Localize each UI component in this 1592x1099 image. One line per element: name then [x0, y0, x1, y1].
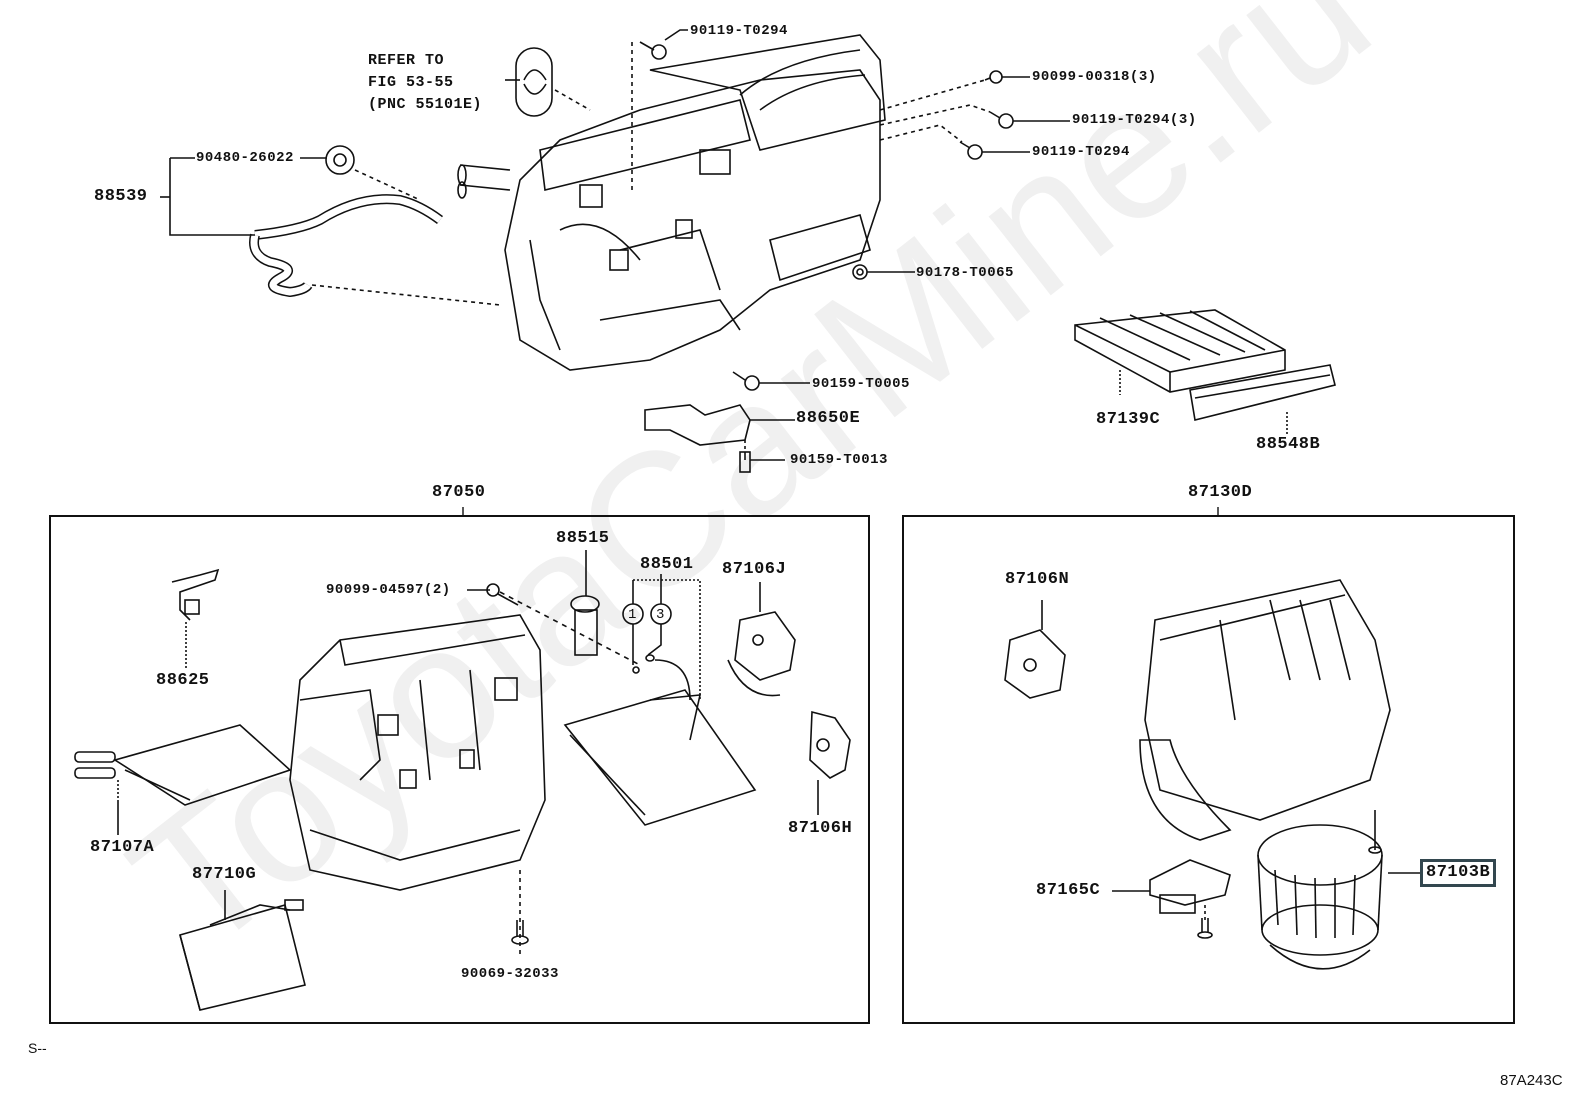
hose-drawing — [249, 145, 501, 306]
part-label-90159-T0013[interactable]: 90159-T0013 — [790, 452, 888, 468]
part-label-87107A[interactable]: 87107A — [90, 838, 155, 857]
part-label-90119-T0294-qty3[interactable]: 90119-T0294(3) — [1072, 112, 1197, 128]
part-label-87139C[interactable]: 87139C — [1096, 410, 1161, 429]
left-leader-lines — [117, 589, 490, 920]
part-label-90099-04597[interactable]: 90099-04597(2) — [326, 582, 451, 598]
top-leader-lines — [160, 29, 1070, 461]
part-label-87106J[interactable]: 87106J — [722, 560, 787, 579]
assembly-label-87130D[interactable]: 87130D — [1188, 483, 1253, 502]
heater-unit-drawing — [457, 34, 886, 371]
group-box-87050 — [49, 515, 870, 1024]
part-label-88539[interactable]: 88539 — [94, 187, 148, 206]
part-label-88625[interactable]: 88625 — [156, 671, 210, 690]
screw-90069-drawing — [511, 870, 529, 955]
actuator-87106J-drawing — [727, 582, 796, 697]
part-label-90480-26022[interactable]: 90480-26022 — [196, 150, 294, 166]
o-ring-markers — [622, 574, 701, 700]
part-label-88650E[interactable]: 88650E — [796, 409, 861, 428]
ptc-heater-drawing — [179, 899, 306, 1011]
part-label-88548B[interactable]: 88548B — [1256, 435, 1321, 454]
part-label-90159-T0005[interactable]: 90159-T0005 — [812, 376, 910, 392]
actuator-87106N-drawing — [1004, 600, 1066, 699]
screw-drawings — [631, 41, 1014, 473]
right-leader-lines — [1112, 872, 1420, 892]
part-label-87106N[interactable]: 87106N — [1005, 570, 1070, 589]
part-label-87106H[interactable]: 87106H — [788, 819, 853, 838]
assembly-label-87050[interactable]: 87050 — [432, 483, 486, 502]
part-label-90119-T0294-b[interactable]: 90119-T0294 — [1032, 144, 1130, 160]
heater-case-drawing — [289, 614, 546, 891]
part-label-87103B-selected[interactable]: 87103B — [1419, 859, 1497, 887]
marker-1: 1 — [628, 607, 637, 623]
blower-motor-drawing — [1257, 824, 1383, 970]
grommet-drawing — [515, 47, 591, 117]
resistor-87165C-drawing — [1149, 859, 1231, 939]
footer-mark: S-- — [28, 1040, 47, 1056]
evaporator-drawing — [563, 659, 757, 826]
heater-core-drawing — [74, 724, 292, 806]
part-label-90119-T0294-top[interactable]: 90119-T0294 — [690, 23, 788, 39]
filter-drawing — [1074, 309, 1336, 435]
figure-code: 87A243C — [1500, 1072, 1563, 1089]
part-label-87710G[interactable]: 87710G — [192, 865, 257, 884]
part-label-87165C[interactable]: 87165C — [1036, 881, 1101, 900]
reference-note: REFER TO FIG 53-55 (PNC 55101E) — [368, 52, 483, 113]
marker-3: 3 — [656, 607, 665, 623]
bracket-drawing — [644, 404, 751, 450]
blower-case-drawing — [1139, 579, 1391, 854]
sensor-88625-drawing — [171, 568, 220, 668]
part-label-90178-T0065[interactable]: 90178-T0065 — [916, 265, 1014, 281]
part-label-90099-00318[interactable]: 90099-00318(3) — [1032, 69, 1157, 85]
part-label-88501[interactable]: 88501 — [640, 555, 694, 574]
actuator-87106H-drawing — [809, 710, 851, 815]
part-label-88515[interactable]: 88515 — [556, 529, 610, 548]
expansion-valve-drawing — [486, 550, 641, 666]
part-label-90069-32033[interactable]: 90069-32033 — [461, 966, 559, 982]
group-box-87130D — [902, 515, 1515, 1024]
